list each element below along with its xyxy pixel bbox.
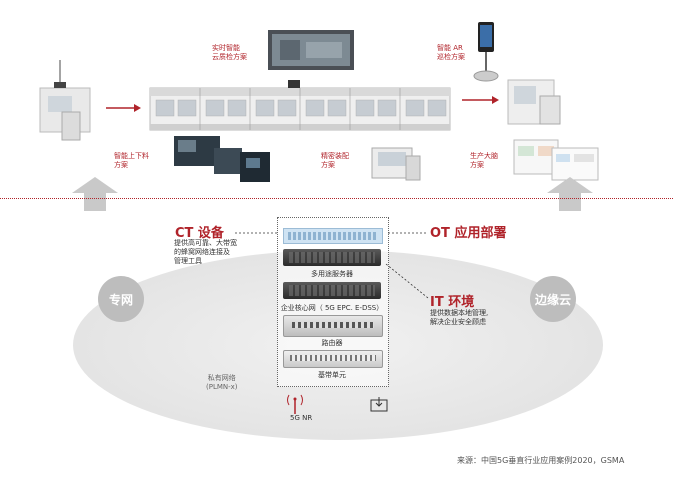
5g-nr-label: 5G NR [290, 414, 312, 423]
source-note: 来源：中国5G垂直行业应用案例2020，GSMA [457, 455, 624, 466]
up-arrow-right [547, 177, 593, 211]
cloud-download-icon [370, 396, 388, 412]
cloud-qc-label-line2: 云质检方案 [212, 53, 247, 62]
flow-arrow-2 [462, 96, 499, 104]
cloud-qc-screen [268, 30, 354, 70]
ct-desc-line1: 提供高可靠、大带宽 [174, 239, 237, 248]
packaging-machine-right [508, 80, 560, 124]
ct-connector [235, 228, 281, 238]
ar-inspection-label: 智能 AR 巡检方案 [437, 44, 465, 62]
private-net-line1: 私有网络 [206, 374, 238, 383]
load-unload-line1: 智能上下料 [114, 152, 149, 161]
core-network-label: 企业核心网（ 5G EPC. E-DSS） [268, 303, 396, 313]
assembly-line1: 精密装配 [321, 152, 349, 161]
private-network-label: 私有网络 (PLMN-x) [206, 374, 238, 392]
ct-desc-line2: 的蜂窝网络连接及 [174, 248, 237, 257]
private-net-line2: (PLMN-x) [206, 383, 238, 392]
edge-cloud-badge: 边缘云 [530, 276, 576, 322]
antenna-icon [283, 392, 307, 414]
production-line-illustration [0, 0, 673, 200]
ot-title: OT 应用部署 [430, 222, 506, 241]
assembly-machine [372, 148, 420, 180]
load-unload-label: 智能上下料 方案 [114, 152, 149, 170]
router-label: 路由器 [283, 338, 381, 348]
section-divider [0, 198, 673, 199]
production-screen-line1: 生产大脑 [470, 152, 498, 161]
it-connector [384, 262, 432, 302]
production-screen-label: 生产大脑 方案 [470, 152, 498, 170]
it-description: 提供数据本地管理, 解决企业安全顾虑 [430, 309, 488, 327]
ar-label-line1: 智能 AR [437, 44, 465, 53]
multi-purpose-server [283, 249, 381, 266]
load-unload-photos [174, 136, 270, 182]
ct-description: 提供高可靠、大带宽 的蜂窝网络连接及 管理工具 [174, 239, 237, 266]
ar-label-line2: 巡检方案 [437, 53, 465, 62]
ot-connector [388, 228, 430, 238]
baseband-unit [283, 350, 383, 368]
loading-machine-left [40, 60, 90, 140]
cloud-qc-label: 实时智能 云质检方案 [212, 44, 247, 62]
multi-server-label: 多用途服务器 [283, 269, 381, 279]
private-network-badge: 专网 [98, 276, 144, 322]
load-unload-line2: 方案 [114, 161, 149, 170]
core-network-server [283, 282, 381, 299]
it-desc-line1: 提供数据本地管理, [430, 309, 488, 318]
cloud-qc-label-line1: 实时智能 [212, 44, 247, 53]
it-desc-line2: 解决企业安全顾虑 [430, 318, 488, 327]
flow-arrow-1 [106, 104, 141, 112]
ct-desc-line3: 管理工具 [174, 257, 237, 266]
router-device [283, 315, 383, 337]
ar-inspection-robot [474, 22, 498, 81]
assembly-line2: 方案 [321, 161, 349, 170]
production-screen-line2: 方案 [470, 161, 498, 170]
baseband-label: 基带单元 [283, 370, 381, 380]
assembly-label: 精密装配 方案 [321, 152, 349, 170]
dashboard-screens [514, 140, 598, 180]
up-arrow-left [72, 177, 118, 211]
network-switch [283, 228, 383, 244]
it-title: IT 环境 [430, 291, 474, 310]
production-line [150, 80, 450, 130]
